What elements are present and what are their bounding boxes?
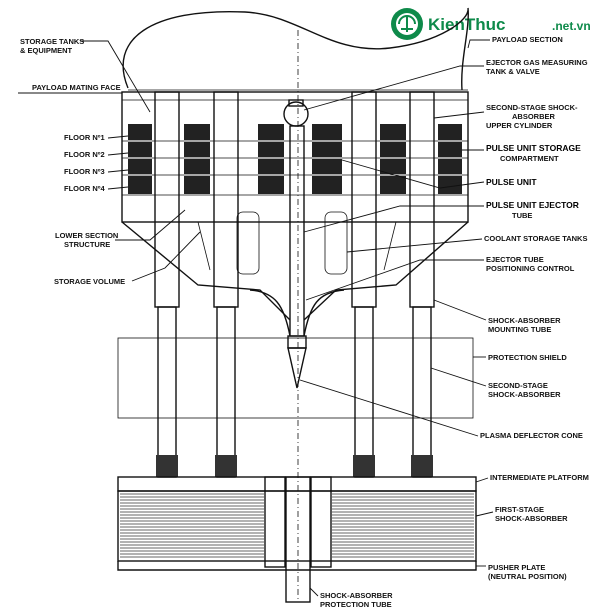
label-protection-tube-1: SHOCK-ABSORBER: [320, 591, 393, 600]
label-pulse-ejector-1: PULSE UNIT EJECTOR: [486, 200, 579, 210]
label-plasma-cone: PLASMA DEFLECTOR CONE: [480, 431, 583, 440]
label-pusher-plate-2: (NEUTRAL POSITION): [488, 572, 567, 581]
label-storage-volume: STORAGE VOLUME: [54, 277, 125, 286]
right-labels: PAYLOAD SECTION EJECTOR GAS MEASURING TA…: [299, 35, 589, 581]
label-storage-tanks-1: STORAGE TANKS: [20, 37, 84, 46]
watermark-domain: .net.vn: [552, 19, 591, 33]
bottom-labels: SHOCK-ABSORBER PROTECTION TUBE: [309, 587, 393, 609]
label-floor-2: FLOOR Nº2: [64, 150, 105, 159]
label-pulse-ejector-2: TUBE: [512, 211, 532, 220]
label-floor-4: FLOOR Nº4: [64, 184, 105, 193]
payload-section-outline: [122, 7, 469, 91]
label-payload-mating-face: PAYLOAD MATING FACE: [32, 83, 121, 92]
label-second-stage-2: SHOCK-ABSORBER: [488, 390, 561, 399]
intermediate-platform: [117, 476, 477, 492]
lower-section: [121, 211, 469, 337]
label-pulse-storage-2: COMPARTMENT: [500, 154, 559, 163]
shock-absorber-protection-tube: [285, 476, 311, 603]
label-storage-tanks-2: & EQUIPMENT: [20, 46, 73, 55]
label-coolant: COOLANT STORAGE TANKS: [484, 234, 587, 243]
label-upper-cyl-2: ABSORBER: [512, 112, 556, 121]
second-stage-legs: [156, 306, 433, 478]
label-pulse-storage-1: PULSE UNIT STORAGE: [486, 143, 581, 153]
upper-section: [121, 91, 469, 337]
left-labels: STORAGE TANKS & EQUIPMENT PAYLOAD MATING…: [18, 37, 201, 286]
plasma-deflector-cone: [287, 335, 307, 389]
label-ejector-pos-1: EJECTOR TUBE: [486, 255, 544, 264]
label-lower-section-2: STRUCTURE: [64, 240, 110, 249]
label-ejector-gas-2: TANK & VALVE: [486, 67, 540, 76]
label-upper-cyl-1: SECOND-STAGE SHOCK-: [486, 103, 578, 112]
label-first-stage-2: SHOCK-ABSORBER: [495, 514, 568, 523]
label-ejector-gas-1: EJECTOR GAS MEASURING: [486, 58, 588, 67]
pusher-plate: [117, 561, 477, 571]
label-payload-section: PAYLOAD SECTION: [492, 35, 563, 44]
label-intermediate-platform: INTERMEDIATE PLATFORM: [490, 473, 589, 482]
storage-cells-left: [128, 124, 284, 194]
watermark-brand: KienThuc: [428, 15, 505, 34]
storage-cells-right: [312, 124, 462, 194]
label-floor-3: FLOOR Nº3: [64, 167, 105, 176]
label-pulse-unit: PULSE UNIT: [486, 177, 537, 187]
label-second-stage-1: SECOND-STAGE: [488, 381, 548, 390]
label-mounting-1: SHOCK-ABSORBER: [488, 316, 561, 325]
ejector-tube: [289, 125, 305, 337]
watermark-logo: KienThuc .net.vn: [391, 8, 591, 40]
label-protection-tube-2: PROTECTION TUBE: [320, 600, 392, 609]
first-stage-shock-absorber: [117, 476, 477, 568]
label-floor-1: FLOOR Nº1: [64, 133, 105, 142]
label-protection-shield: PROTECTION SHIELD: [488, 353, 567, 362]
label-first-stage-1: FIRST-STAGE: [495, 505, 544, 514]
label-lower-section-1: LOWER SECTION: [55, 231, 118, 240]
label-mounting-2: MOUNTING TUBE: [488, 325, 551, 334]
protection-shield: [117, 337, 474, 419]
label-ejector-pos-2: POSITIONING CONTROL: [486, 264, 575, 273]
label-pusher-plate-1: PUSHER PLATE: [488, 563, 545, 572]
label-upper-cyl-3: UPPER CYLINDER: [486, 121, 553, 130]
